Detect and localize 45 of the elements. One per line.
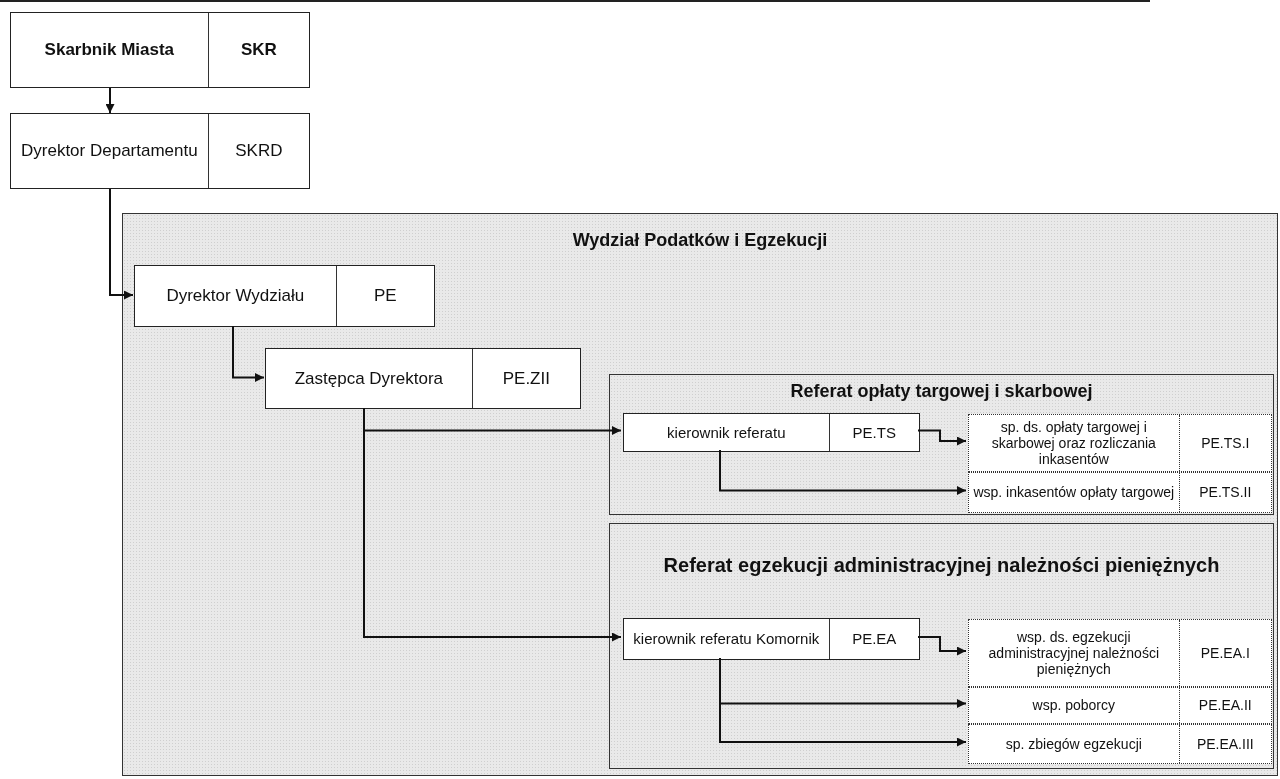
- position-title: kierownik referatu: [666, 422, 787, 443]
- position-box: [968, 414, 1272, 472]
- position-title: wsp. inkasentów opłaty targowej: [972, 483, 1176, 503]
- connector-arrow: [719, 449, 967, 495]
- department-panel: [609, 374, 1274, 515]
- position-title: Zastępca Dyrektora: [293, 367, 444, 390]
- connector-arrow: [917, 429, 967, 446]
- position-code: SKR: [207, 13, 309, 87]
- department-heading: Referat egzekucji administracyjnej należności pieniężnych: [662, 554, 1221, 577]
- position-box: [134, 265, 435, 327]
- position-box: [968, 472, 1272, 513]
- position-code: PE.ZII: [471, 349, 580, 408]
- position-title: sp. ds. opłaty targowej i skarbowej oraz rozliczania inkasentów: [990, 417, 1157, 470]
- position-box: [10, 12, 310, 88]
- position-code: PE.EA.I: [1178, 620, 1271, 686]
- connector-arrow: [232, 325, 265, 382]
- position-code: PE.TS: [828, 414, 919, 451]
- position-code: PE.TS.II: [1178, 473, 1271, 512]
- position-box: [623, 618, 920, 660]
- position-title: Dyrektor Wydziału: [165, 285, 306, 308]
- position-title: Skarbnik Miasta: [43, 39, 176, 62]
- connector-arrow: [105, 87, 115, 114]
- position-box: [968, 724, 1272, 764]
- position-title: wsp. ds. egzekucji administracyjnej należności pieniężnych: [987, 627, 1160, 680]
- position-box: [10, 113, 310, 189]
- connector-arrow: [917, 636, 967, 656]
- position-code: PE.TS.I: [1178, 415, 1271, 471]
- position-title: sp. zbiegów egzekucji: [1004, 734, 1143, 754]
- position-title: wsp. poborcy: [1031, 696, 1117, 716]
- position-title: kierownik referatu Komornik: [632, 629, 821, 650]
- position-title: Dyrektor Departamentu: [20, 140, 199, 163]
- position-code: SKRD: [207, 114, 309, 188]
- position-box: [265, 348, 581, 409]
- department-heading: Wydział Podatków i Egzekucji: [571, 230, 829, 251]
- department-panel: [609, 523, 1274, 769]
- department-heading: Referat opłaty targowej i skarbowej: [789, 381, 1094, 402]
- department-panel: [122, 213, 1278, 776]
- position-box: [968, 687, 1272, 724]
- position-box: [968, 619, 1272, 687]
- position-code: PE.EA.II: [1178, 688, 1271, 723]
- position-code: PE.EA: [828, 619, 919, 659]
- connector-arrow: [109, 188, 134, 300]
- position-box: [623, 413, 920, 452]
- position-code: PE.EA.III: [1178, 725, 1271, 763]
- position-code: PE: [335, 266, 434, 326]
